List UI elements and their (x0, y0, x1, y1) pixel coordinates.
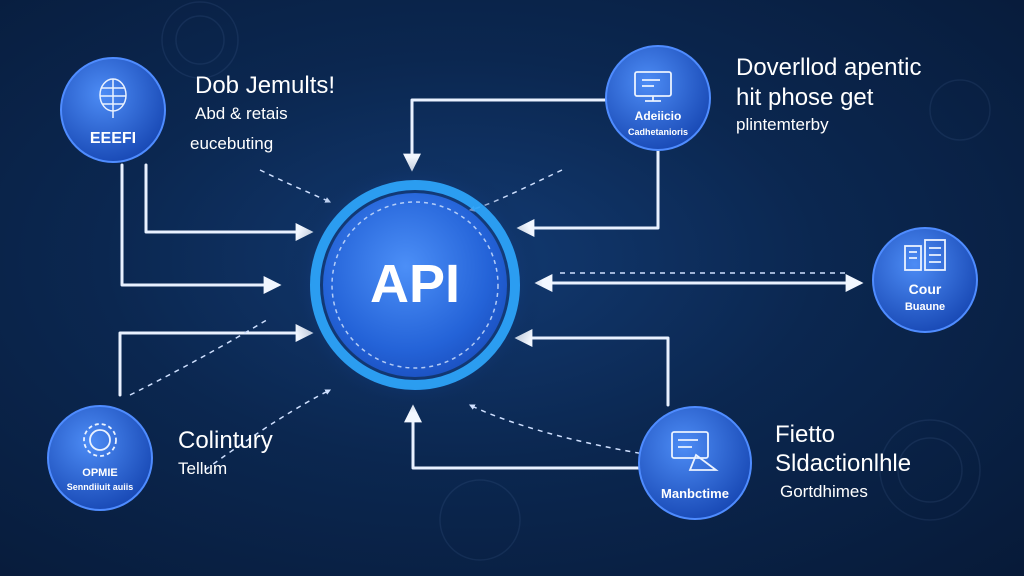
top-left-line-3: eucebuting (190, 134, 274, 153)
bottom-right-title: Fietto (775, 421, 836, 448)
bottom-left-line-2: Tellum (178, 459, 228, 478)
connector-top-left-to-api-2 (144, 163, 314, 241)
connector-bottom-right-to-api-2 (404, 404, 642, 470)
top-left-line-2: Abd & retais (195, 104, 288, 123)
node-bottom-left-label-1: OPMIE (82, 467, 117, 479)
building-icon (904, 239, 946, 271)
bottom-right-line-2: Sldactionlhle (775, 450, 912, 477)
api-hub: API (287, 157, 543, 413)
node-top-right: Adeiicio Cadhetanioris (605, 45, 711, 151)
top-right-line-3: plintemterby (736, 115, 829, 134)
node-top-left: EEEFI (60, 57, 166, 163)
node-bottom-left: OPMIE Senndiiuit auiis (47, 405, 153, 511)
bottom-left-title: Colintury (178, 427, 273, 454)
connector-top-left-to-api (120, 163, 282, 294)
node-top-right-label-1: Adeiicio (635, 109, 682, 123)
bottom-right-line-3: Gortdhimes (780, 482, 868, 501)
node-bottom-right: Manbctime (638, 406, 752, 520)
node-bottom-right-label: Manbctime (661, 486, 729, 501)
node-top-left-label: EEEFI (90, 130, 136, 147)
node-right-label-1: Cour (909, 281, 942, 297)
top-right-line-2: hit phose get (736, 84, 874, 111)
background-decoration (161, 1, 991, 561)
connector-top-right-to-api (403, 98, 612, 172)
connectors (118, 98, 864, 471)
connector-bottom-left-to-api (118, 324, 314, 397)
connector-top-right-to-api-2 (516, 148, 660, 237)
screen-document-icon (671, 431, 719, 471)
node-top-right-label-2: Cadhetanioris (628, 127, 688, 137)
top-right-title: Doverllod apentic (736, 54, 922, 81)
node-right: Cour Buaune (872, 227, 978, 333)
connector-bottom-right-to-api (514, 329, 670, 407)
gear-icon (83, 423, 117, 457)
globe-network-icon (99, 78, 127, 118)
api-label: API (370, 254, 460, 314)
top-left-title: Dob Jemults! (195, 72, 336, 99)
node-right-label-2: Buaune (905, 301, 945, 313)
monitor-icon (634, 71, 672, 102)
node-bottom-left-label-2: Senndiiuit auiis (67, 482, 134, 492)
